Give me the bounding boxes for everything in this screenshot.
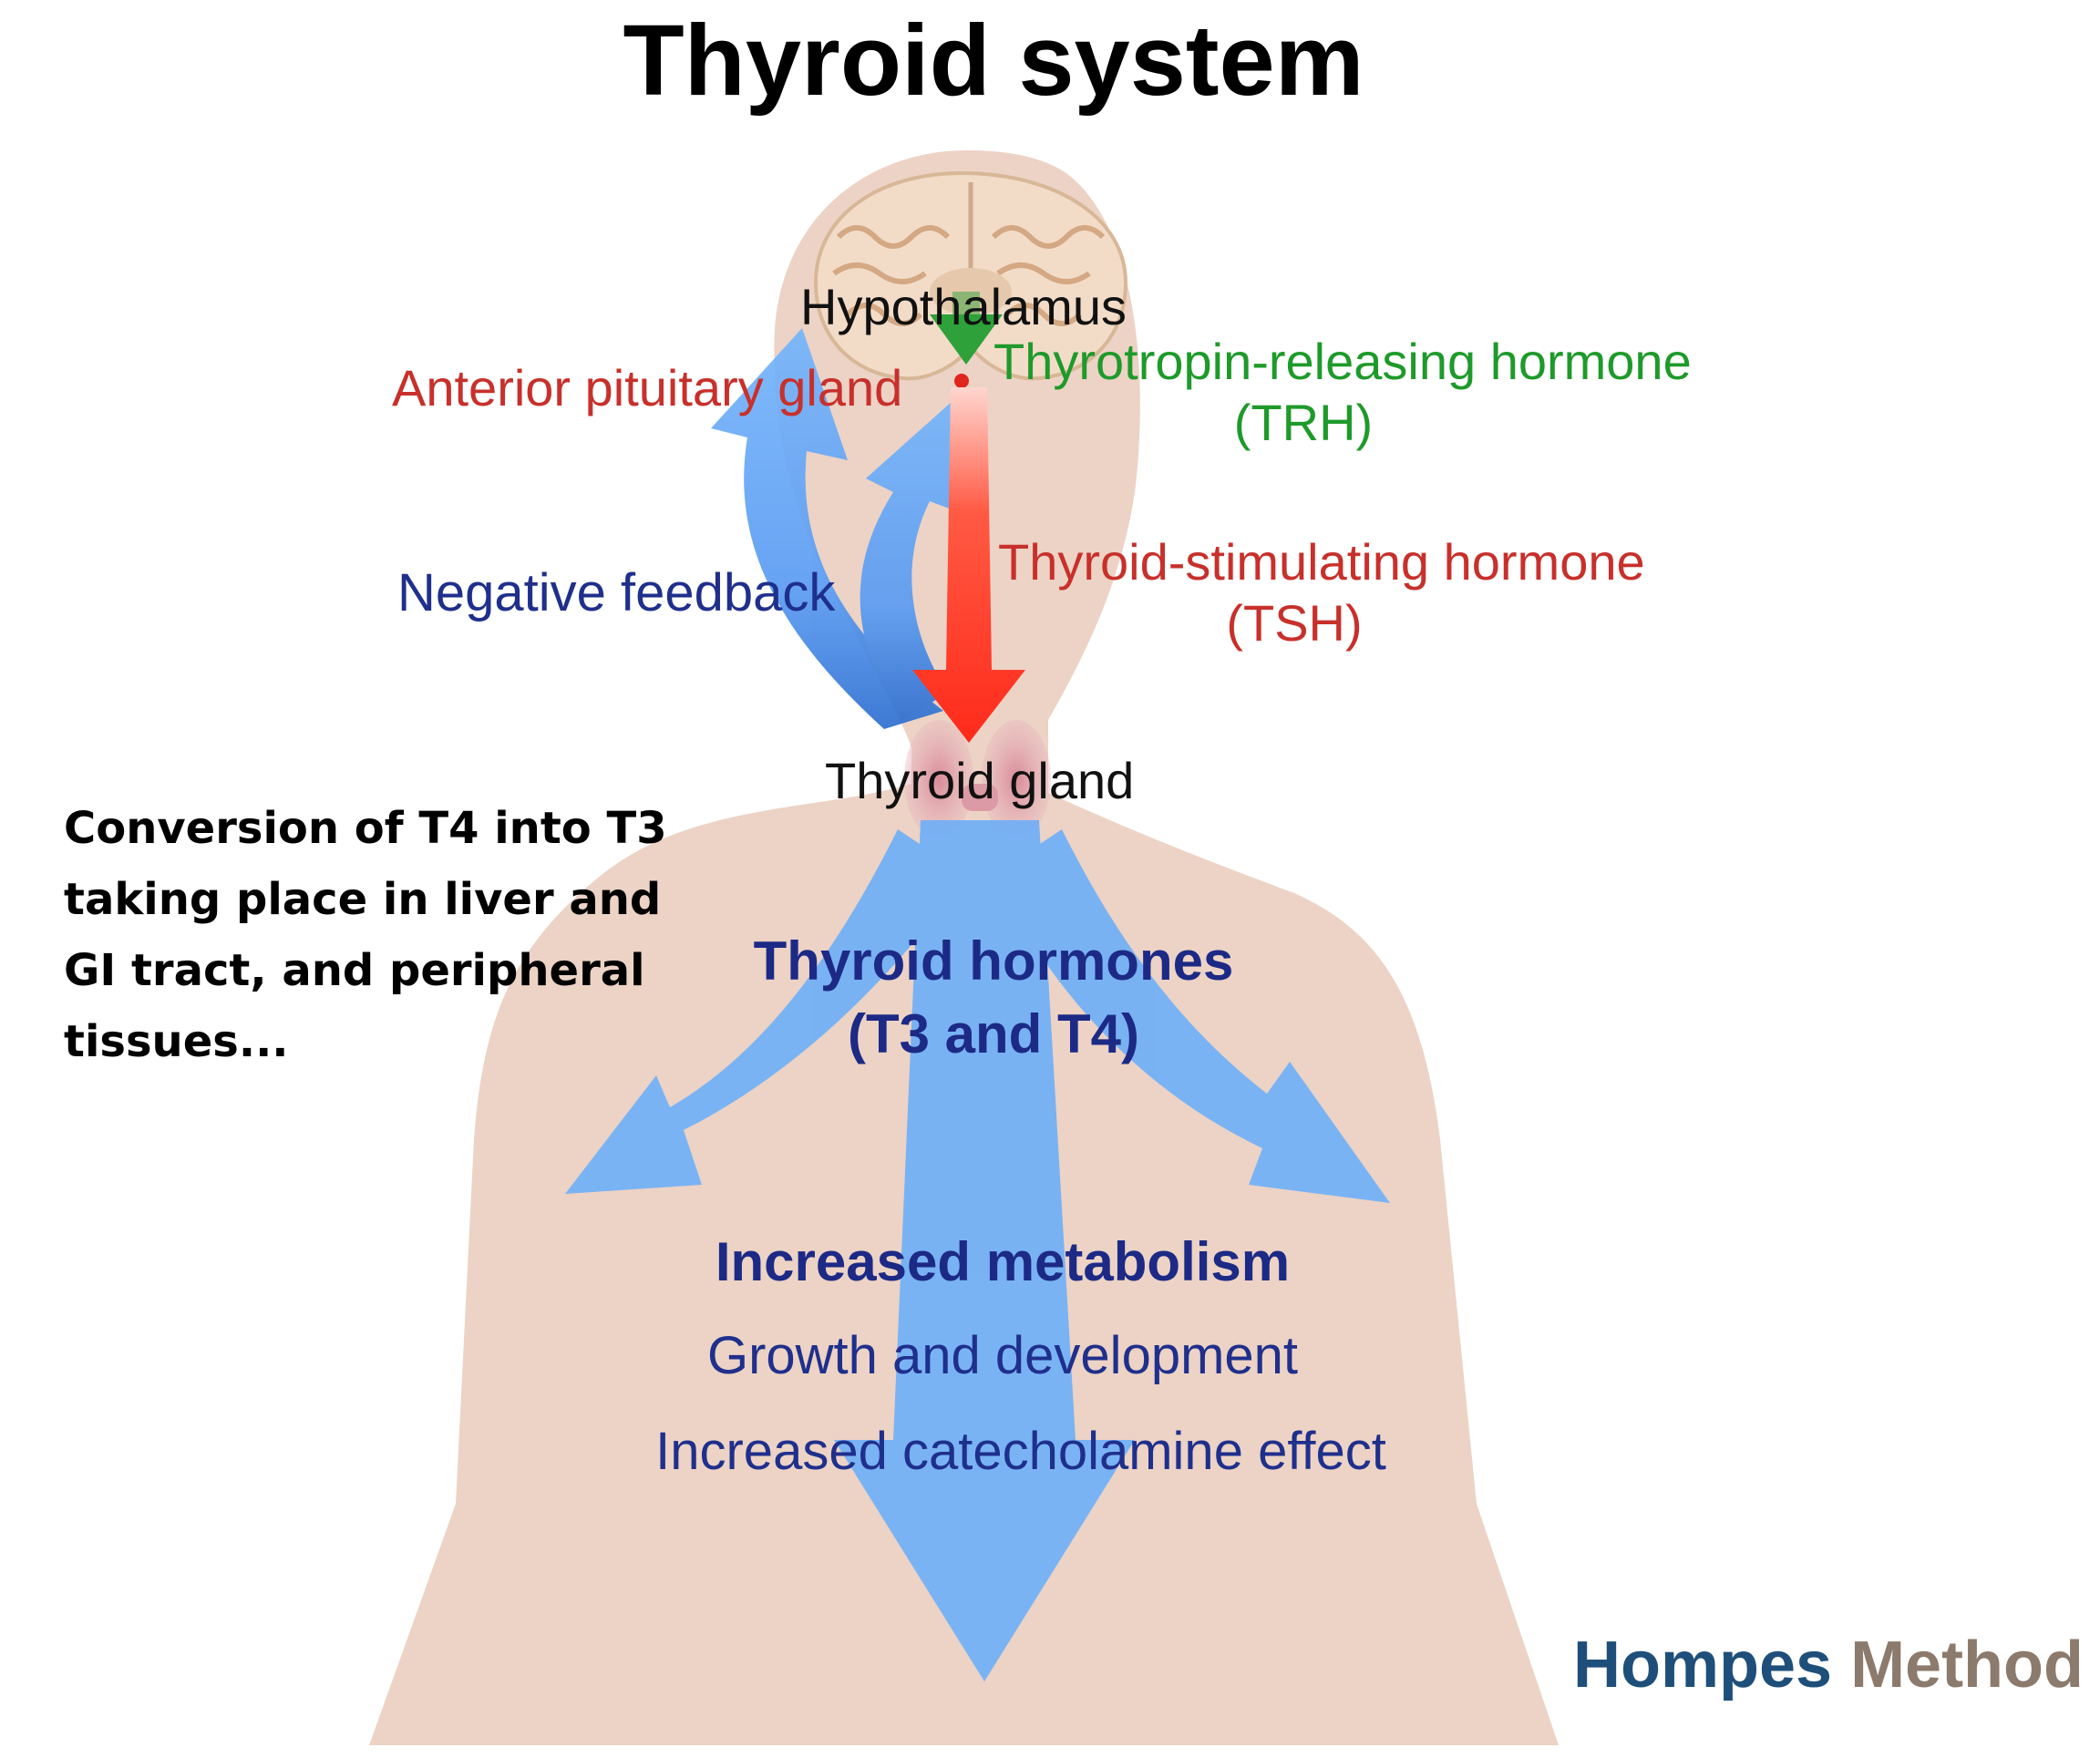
thyroid-hormones-label-line2: (T3 and T4) [847, 1003, 1139, 1064]
pituitary-dot [954, 374, 969, 388]
increased-metabolism-label: Increased metabolism [715, 1231, 1291, 1292]
brand-logo: Hompes Method [1573, 1628, 2084, 1702]
thyroid-hormone-arrows [565, 820, 1390, 1681]
tsh-arrow [912, 387, 1025, 743]
tsh-label-line2: (TSH) [1226, 594, 1363, 652]
brand-name-part1: Hompes [1572, 1629, 1833, 1701]
diagram-title: Thyroid system [623, 5, 1364, 117]
growth-development-label: Growth and development [706, 1326, 1299, 1385]
t4-t3-conversion-note: Conversion of T4 into T3 taking place in… [64, 803, 667, 1067]
thyroid-gland-label: Thyroid gland [825, 752, 1135, 809]
thyroid-gland-icon [904, 720, 1051, 838]
trh-label-line2: (TRH) [1233, 394, 1374, 451]
trh-label-line1: Thyrotropin-releasing hormone [993, 333, 1692, 390]
trh-arrow [930, 292, 1003, 365]
thyroid-hormones-label-line1: Thyroid hormones [753, 930, 1234, 992]
brand-name-part2: Method [1850, 1629, 2084, 1701]
negative-feedback-label: Negative feedback [397, 563, 836, 622]
negative-feedback-arrow [711, 328, 966, 729]
catecholamine-effect-label: Increased catecholamine effect [655, 1422, 1386, 1481]
anterior-pituitary-label: Anterior pituitary gland [392, 359, 903, 416]
hypothalamus-label: Hypothalamus [800, 278, 1127, 335]
tsh-label-line1: Thyroid-stimulating hormone [998, 533, 1645, 591]
